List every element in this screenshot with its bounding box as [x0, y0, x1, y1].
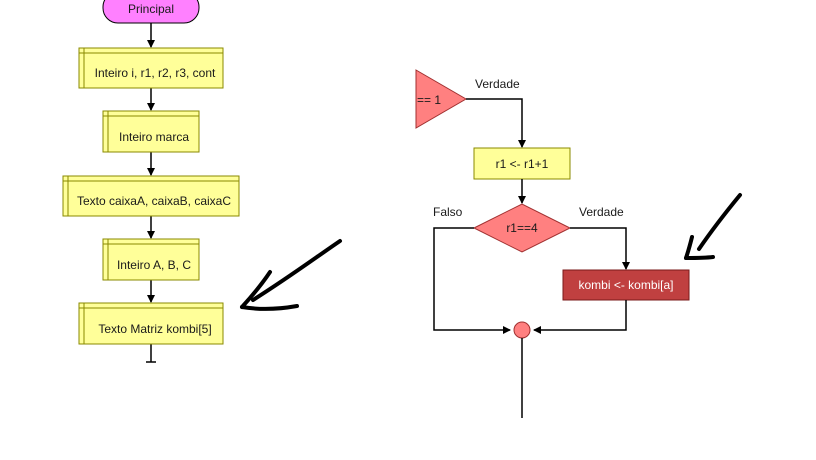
connector: [533, 300, 627, 334]
join-node[interactable]: [513, 321, 531, 339]
assignment-block-highlighted[interactable]: kombi <- kombi[a]: [562, 269, 690, 301]
connector: [466, 98, 526, 148]
declaration-block[interactable]: Inteiro marca: [102, 110, 200, 153]
decision-partial-label: == 1: [417, 93, 441, 107]
declaration-label: Inteiro marca: [119, 130, 189, 144]
decision-diamond[interactable]: r1==4: [472, 203, 572, 253]
false-label: Falso: [433, 205, 463, 219]
declaration-block[interactable]: Texto Matriz kombi[5]: [78, 302, 224, 345]
right-flow: == 1 Verdade r1 <- r1+1 r1==4 Falso Verd…: [415, 69, 742, 418]
decision-partial[interactable]: == 1: [415, 69, 467, 129]
declaration-block[interactable]: Inteiro i, r1, r2, r3, cont: [78, 47, 224, 89]
false-branch-connector: [433, 227, 511, 334]
declaration-label: Texto Matriz kombi[5]: [98, 322, 211, 336]
true-label-top: Verdade: [475, 77, 520, 91]
left-flow: Principal Inteiro i, r1, r2, r3, cont In…: [62, 0, 342, 363]
assignment-label: kombi <- kombi[a]: [578, 278, 673, 292]
start-terminal[interactable]: Principal: [102, 0, 200, 24]
declaration-block[interactable]: Inteiro A, B, C: [102, 238, 200, 281]
declaration-label: Inteiro A, B, C: [117, 258, 191, 272]
assignment-block[interactable]: r1 <- r1+1: [473, 147, 571, 180]
decision-label: r1==4: [506, 221, 538, 235]
assignment-label: r1 <- r1+1: [496, 157, 549, 171]
declaration-block[interactable]: Texto caixaA, caixaB, caixaC: [62, 175, 240, 217]
true-label: Verdade: [579, 205, 624, 219]
start-label: Principal: [128, 2, 174, 16]
true-branch-connector: [570, 227, 630, 270]
declaration-label: Inteiro i, r1, r2, r3, cont: [95, 66, 216, 80]
hand-drawn-arrow-icon: [240, 239, 342, 311]
declaration-label: Texto caixaA, caixaB, caixaC: [77, 194, 231, 208]
hand-drawn-arrow-icon: [684, 193, 742, 260]
